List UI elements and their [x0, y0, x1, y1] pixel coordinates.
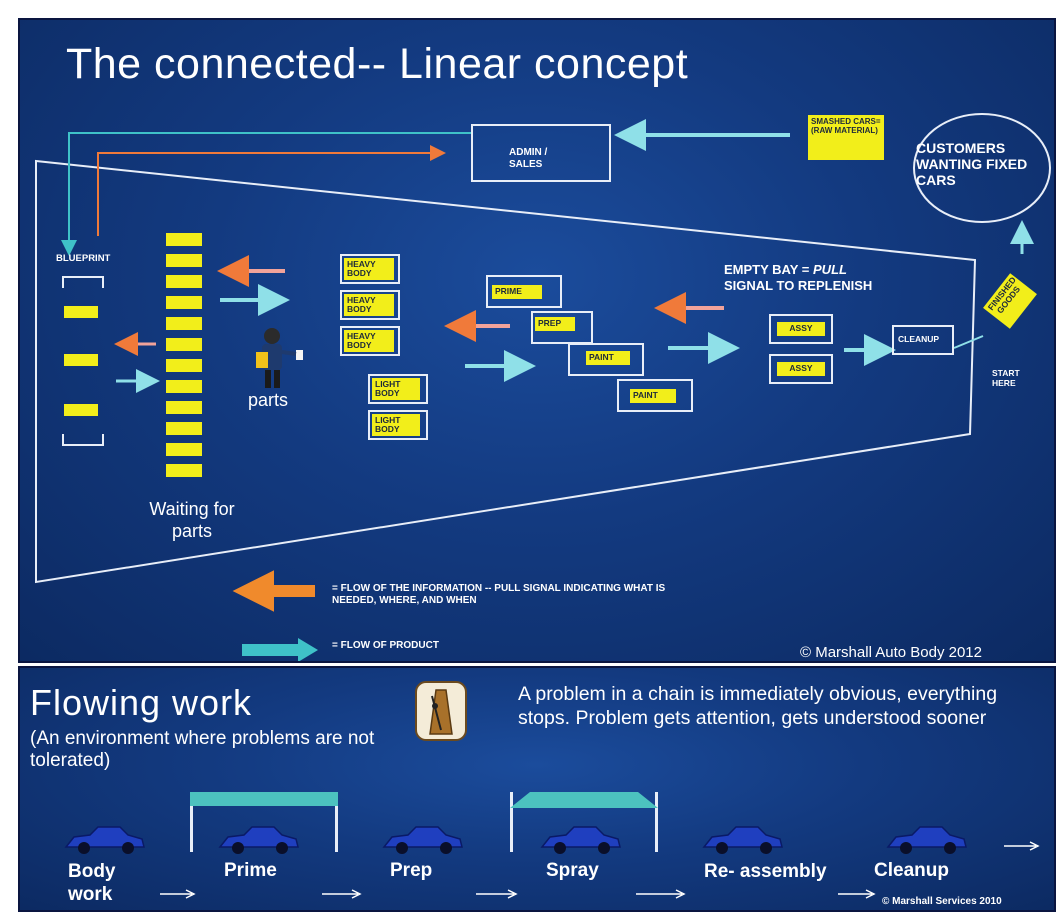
flowing-work-title: Flowing work	[30, 682, 253, 723]
step-label: Body work	[68, 861, 116, 905]
light-body-card-1: LIGHT BODY	[372, 378, 420, 400]
assy-frame-2	[769, 354, 833, 384]
step-label: Spray	[546, 860, 599, 881]
spray-garage	[510, 792, 658, 852]
step-label: Cleanup	[874, 860, 949, 881]
step-arrows	[160, 841, 1040, 899]
blueprint-bracket-top	[62, 276, 104, 288]
light-body-card-2: LIGHT BODY	[372, 414, 420, 436]
blueprint-bracket-bottom	[62, 434, 104, 446]
assy-card-2: ASSY	[777, 362, 825, 376]
blueprint-card-3	[64, 404, 98, 416]
top-copyright: © Marshall Auto Body 2012	[800, 644, 982, 661]
light-body-frame-1	[368, 374, 428, 404]
waiting-for-parts-label: Waiting for parts	[149, 499, 235, 541]
assy-card-1: ASSY	[777, 322, 825, 336]
customers-circle	[913, 113, 1051, 223]
prime-garage	[190, 792, 338, 852]
diagram-lines	[35, 113, 1051, 661]
assy-frame-1	[769, 314, 833, 344]
flowing-work-subtitle: (An environment where problems are not t…	[30, 728, 375, 771]
flowing-work-panel: Flowing work (An environment where probl…	[18, 666, 1056, 912]
heavy-body-frame-2	[340, 290, 400, 320]
info-line-admin	[97, 145, 446, 236]
flowing-work-description: A problem in a chain is immediately obvi…	[518, 683, 998, 729]
product-line-blueprint	[61, 132, 472, 256]
legend-info-arrow	[232, 570, 315, 612]
waiting-parts-stack	[166, 233, 202, 485]
empty-bay-note: EMPTY BAY = PULL SIGNAL TO REPLENISH	[724, 262, 873, 293]
prep-frame	[531, 311, 593, 344]
blueprint-card-2	[64, 354, 98, 366]
blueprint-label: BLUEPRINT	[56, 253, 111, 264]
paint-card-1: PAINT	[586, 351, 630, 365]
smashed-cars-card: SMASHED CARS= (RAW MATERIAL)	[808, 115, 884, 160]
start-here-label: START HERE	[992, 368, 1020, 388]
light-body-frame-2	[368, 410, 428, 440]
page-title: The connected-- Linear concept	[66, 40, 689, 88]
paint-card-2: PAINT	[630, 389, 676, 403]
heavy-body-frame-3	[340, 326, 400, 356]
paint-frame-2	[617, 379, 693, 412]
blueprint-card-1	[64, 306, 98, 318]
prime-frame	[486, 275, 562, 308]
bottom-copyright: © Marshall Services 2010	[882, 896, 1002, 907]
admin-sales-label: ADMIN / SALES	[509, 147, 548, 170]
person-icon	[248, 324, 308, 394]
step-label: Prep	[390, 860, 433, 881]
customers-label: CUSTOMERS WANTING FIXED CARS	[916, 140, 1028, 188]
product-arrow-6	[953, 335, 984, 349]
linear-concept-panel: The connected-- Linear concept ADMIN / S…	[18, 18, 1056, 663]
legend-info-text: = FLOW OF THE INFORMATION -- PULL SIGNAL…	[332, 583, 666, 606]
legend-product-text: = FLOW OF PRODUCT	[332, 640, 439, 651]
prime-card: PRIME	[492, 285, 542, 299]
heavy-body-card-3: HEAVY BODY	[344, 330, 394, 352]
heavy-body-card-2: HEAVY BODY	[344, 294, 394, 316]
funnel-outline	[35, 159, 977, 584]
step-label: Prime	[224, 860, 277, 881]
step-label: Re- assembly	[704, 861, 827, 882]
heavy-body-frame-1	[340, 254, 400, 284]
heavy-body-card-1: HEAVY BODY	[344, 258, 394, 280]
prep-card: PREP	[535, 317, 575, 331]
cleanup-label: CLEANUP	[898, 334, 940, 344]
admin-sales-box: ADMIN / SALES	[471, 124, 611, 182]
paint-frame-1	[568, 343, 644, 376]
cleanup-box: CLEANUP	[892, 325, 954, 355]
metronome-icon	[414, 680, 468, 742]
parts-label: parts	[248, 390, 289, 410]
